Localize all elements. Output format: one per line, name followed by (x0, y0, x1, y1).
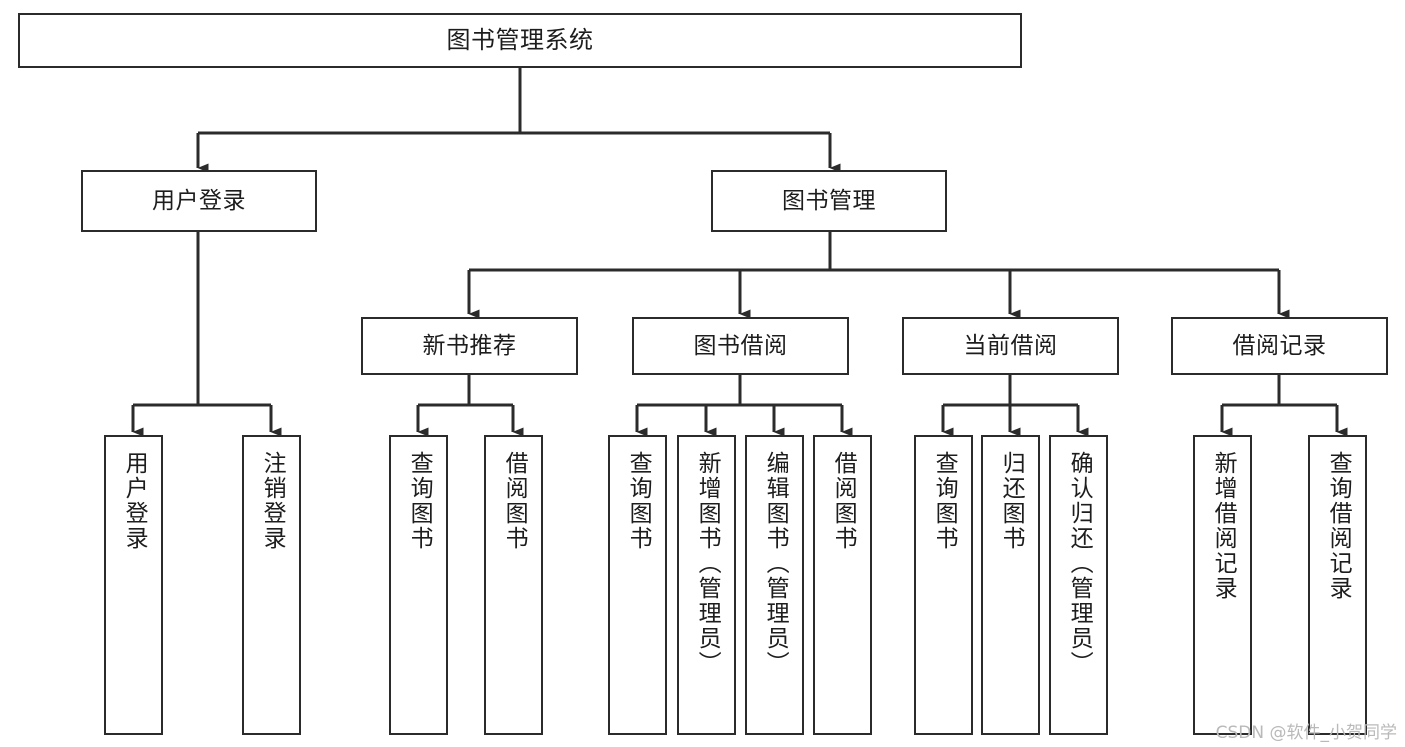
node-label: 图书管理 (782, 187, 876, 214)
node-user-login[interactable]: 用户登录 (81, 170, 317, 232)
node-label: 借阅图书 (830, 451, 857, 551)
node-book-borrow[interactable]: 图书借阅 (632, 317, 849, 375)
node-label: 用户登录 (152, 187, 246, 214)
leaf-book-borrow-edit[interactable]: 编辑图书（管理员） (745, 435, 804, 735)
node-label: 借阅记录 (1232, 332, 1327, 359)
node-label: 新增借阅记录 (1210, 451, 1237, 601)
node-borrow-record[interactable]: 借阅记录 (1171, 317, 1388, 375)
leaf-current-borrow-return[interactable]: 归还图书 (981, 435, 1040, 735)
node-label: 新增图书（管理员） (694, 451, 721, 676)
node-label: 图书借阅 (693, 332, 788, 359)
node-label: 查询图书 (406, 451, 433, 551)
node-label: 图书管理系统 (446, 25, 594, 54)
leaf-user-login-logout[interactable]: 注销登录 (242, 435, 301, 735)
leaf-book-borrow-add[interactable]: 新增图书（管理员） (677, 435, 736, 735)
node-label: 查询图书 (625, 451, 652, 551)
leaf-new-book-borrow[interactable]: 借阅图书 (484, 435, 543, 735)
node-label: 归还图书 (998, 451, 1025, 551)
node-label: 查询借阅记录 (1325, 451, 1352, 601)
node-label: 当前借阅 (963, 332, 1058, 359)
node-label: 借阅图书 (501, 451, 528, 551)
node-label: 查询图书 (931, 451, 958, 551)
leaf-user-login-login[interactable]: 用户登录 (104, 435, 163, 735)
node-book-management[interactable]: 图书管理 (711, 170, 947, 232)
node-new-book-recommend[interactable]: 新书推荐 (361, 317, 578, 375)
leaf-book-borrow-borrow[interactable]: 借阅图书 (813, 435, 872, 735)
leaf-new-book-query[interactable]: 查询图书 (389, 435, 448, 735)
leaf-current-borrow-query[interactable]: 查询图书 (914, 435, 973, 735)
leaf-borrow-record-add[interactable]: 新增借阅记录 (1193, 435, 1252, 735)
leaf-current-borrow-confirm-return[interactable]: 确认归还（管理员） (1049, 435, 1108, 735)
connectors (131, 68, 1348, 437)
node-label: 新书推荐 (422, 332, 517, 359)
node-current-borrow[interactable]: 当前借阅 (902, 317, 1119, 375)
leaf-book-borrow-query[interactable]: 查询图书 (608, 435, 667, 735)
node-label: 编辑图书（管理员） (762, 451, 789, 676)
node-label: 注销登录 (259, 451, 286, 551)
node-label: 用户登录 (121, 451, 148, 551)
node-label: 确认归还（管理员） (1066, 451, 1093, 676)
node-root-system[interactable]: 图书管理系统 (18, 13, 1022, 68)
leaf-borrow-record-query[interactable]: 查询借阅记录 (1308, 435, 1367, 735)
